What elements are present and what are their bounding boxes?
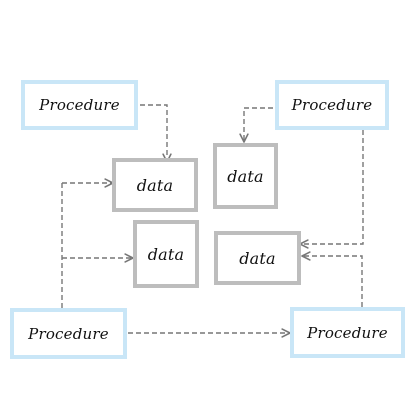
connector-tl-to-data-center-top	[140, 104, 172, 163]
procedure-label: Procedure	[307, 323, 388, 342]
data-node-right-bottom: data	[214, 231, 301, 285]
procedure-node-bottom-right: Procedure	[290, 307, 405, 358]
data-node-right-top: data	[213, 143, 278, 209]
connector-tr-to-data-right-top	[239, 107, 273, 143]
procedure-label: Procedure	[28, 324, 109, 343]
data-label: data	[147, 244, 185, 264]
data-label: data	[227, 166, 264, 186]
procedure-label: Procedure	[291, 96, 373, 114]
data-node-center-bottom: data	[133, 220, 199, 288]
procedure-label: Procedure	[39, 96, 120, 114]
data-label: data	[239, 248, 276, 268]
data-label: data	[136, 175, 174, 195]
procedure-node-top-right: Procedure	[275, 80, 389, 130]
data-node-center-top: data	[112, 158, 198, 212]
procedure-node-top-left: Procedure	[21, 80, 138, 130]
procedure-node-bottom-left: Procedure	[10, 308, 127, 359]
connector-tr-to-data-right-bottom	[299, 130, 364, 249]
connector-br-to-data-right-bottom	[301, 251, 363, 307]
